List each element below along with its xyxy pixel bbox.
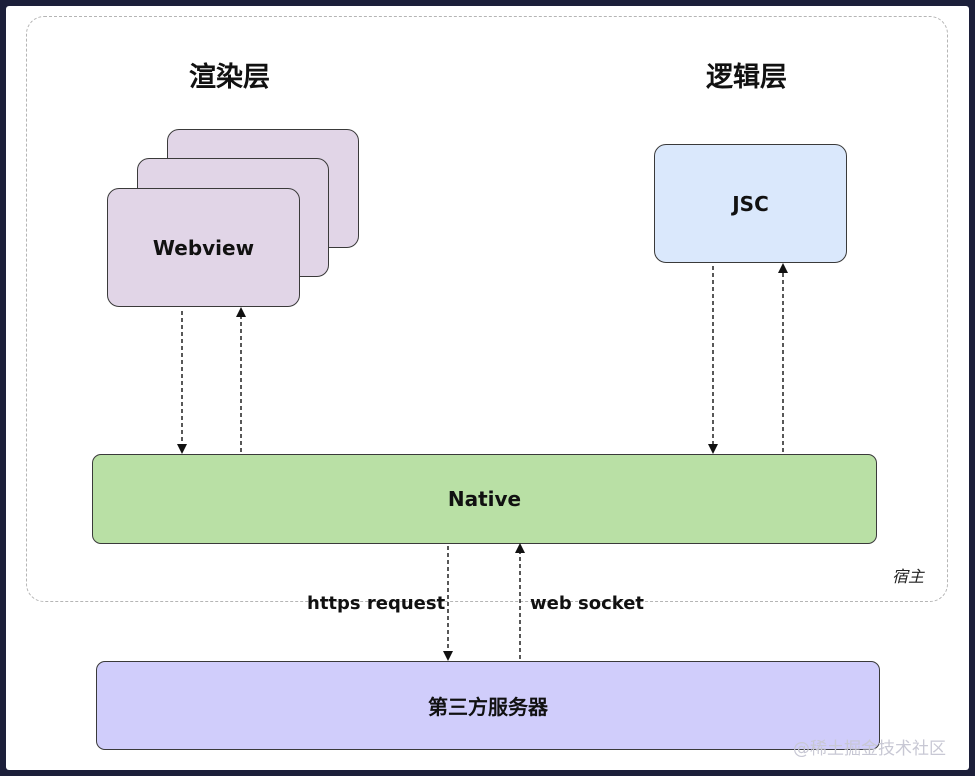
host-container [26, 16, 948, 602]
server-box: 第三方服务器 [96, 661, 880, 750]
jsc-label: JSC [732, 191, 769, 216]
webview-box: Webview [107, 188, 300, 307]
https-request-label: https request [307, 593, 446, 614]
server-label: 第三方服务器 [428, 695, 548, 719]
web-socket-label: web socket [530, 593, 645, 614]
native-box: Native [92, 454, 877, 544]
logic-layer-title: 逻辑层 [706, 62, 787, 93]
watermark: @稀土掘金技术社区 [793, 739, 946, 759]
host-label: 宿主 [892, 567, 925, 586]
native-label: Native [447, 487, 522, 511]
render-layer-title: 渲染层 [189, 62, 270, 93]
webview-label: Webview [152, 235, 255, 260]
jsc-box: JSC [654, 144, 847, 263]
diagram-canvas [6, 6, 969, 770]
